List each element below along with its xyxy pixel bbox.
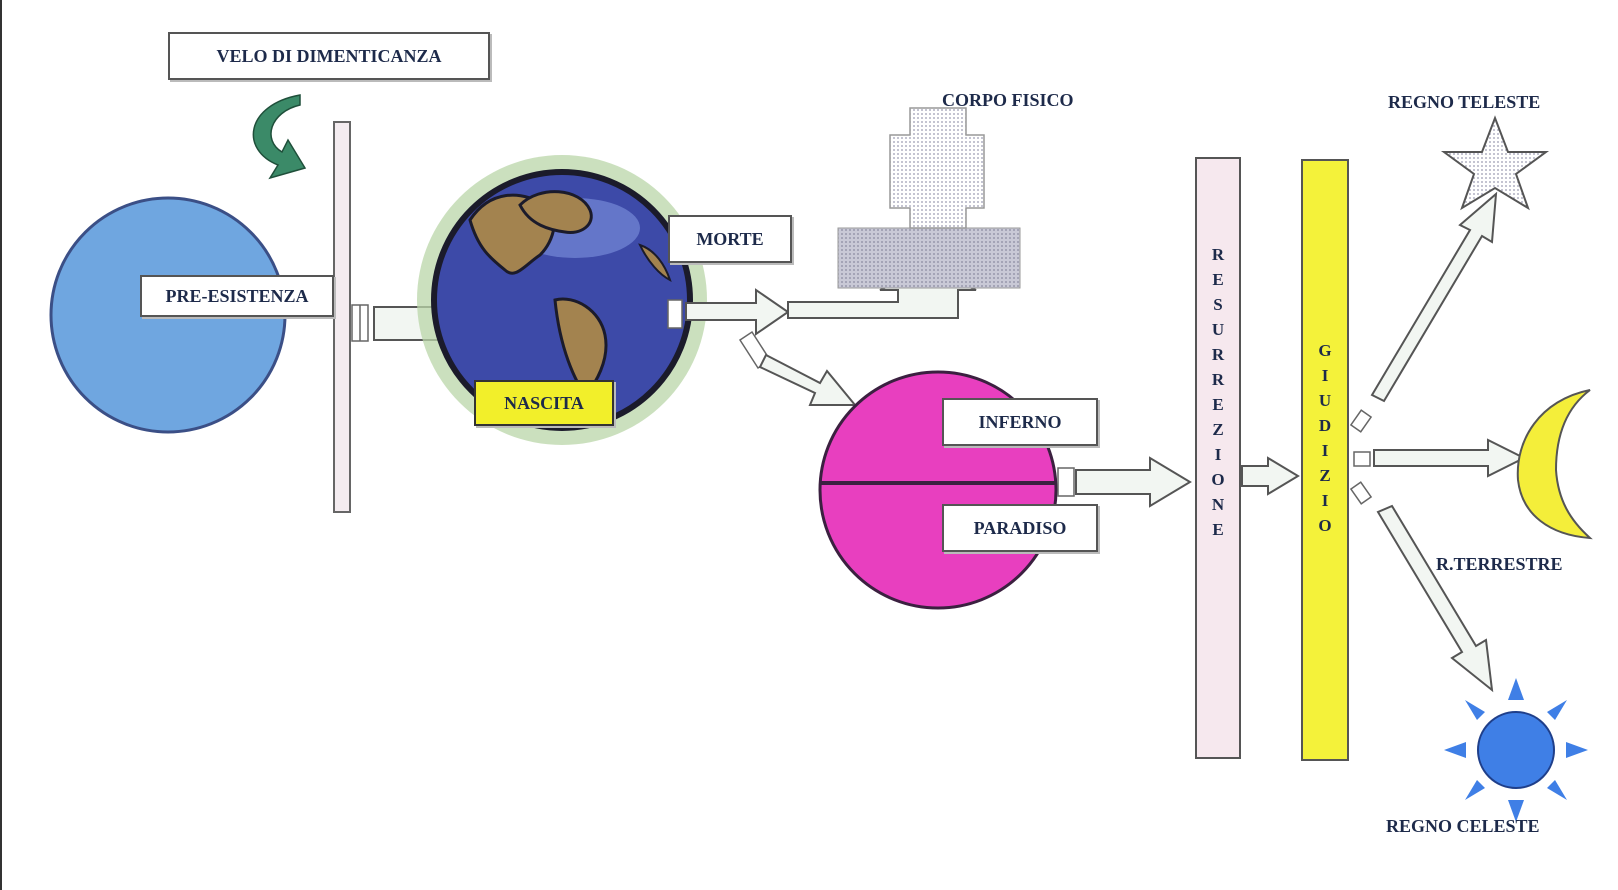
arrow-to-regno-celeste [1349, 481, 1494, 693]
corpo-fisico-label: CORPO FISICO [942, 90, 1074, 110]
velo-label: VELO DI DIMENTICANZA [168, 32, 490, 80]
paradiso-label: PARADISO [942, 504, 1098, 552]
regno-teleste-label: REGNO TELESTE [1388, 92, 1541, 112]
sun-icon [1444, 678, 1588, 822]
nascita-label: NASCITA [474, 380, 614, 426]
arrow-to-corpo [685, 288, 790, 336]
arrow-to-resurrezione [1075, 456, 1192, 508]
veil-bar [333, 121, 351, 513]
giudizio-bar [1301, 159, 1349, 761]
morte-label: MORTE [668, 215, 792, 263]
moon-icon [1516, 389, 1593, 540]
pre-esistenza-label: PRE-ESISTENZA [140, 275, 334, 317]
arrow-to-spirit-world [738, 330, 858, 406]
connector-ticks-3 [1057, 467, 1075, 497]
arrow-to-regno-teleste [1349, 191, 1498, 433]
curved-arrow-icon [252, 94, 307, 180]
arrow-to-giudizio [1241, 456, 1300, 496]
inferno-label: INFERNO [942, 398, 1098, 446]
r-terrestre-label: R.TERRESTRE [1436, 554, 1563, 574]
globe-icon [417, 155, 707, 445]
connector-ticks-2 [667, 299, 683, 329]
resurrezione-bar [1195, 157, 1241, 759]
arrow-to-r-terrestre [1353, 438, 1527, 478]
body-icon [837, 107, 1021, 289]
star-icon [1440, 115, 1550, 211]
regno-celeste-label: REGNO CELESTE [1386, 816, 1540, 836]
